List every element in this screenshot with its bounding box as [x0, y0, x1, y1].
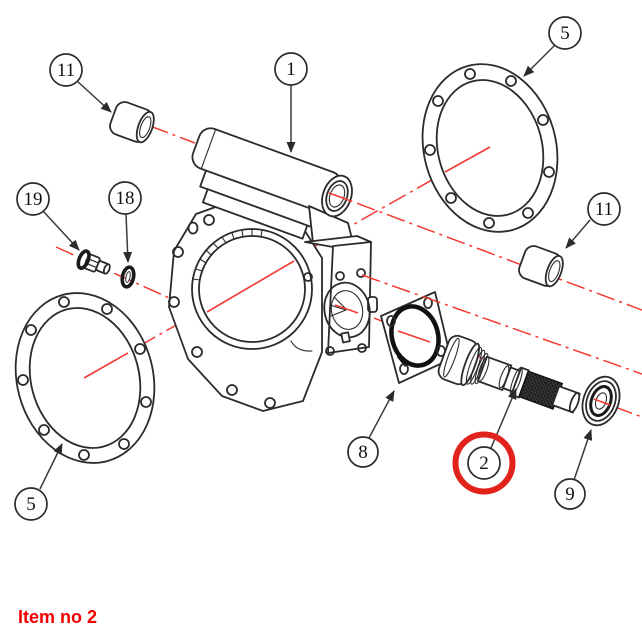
gasket-bolt-holes [17, 296, 152, 461]
drive-shaft [437, 334, 581, 414]
axis-plug [55, 246, 177, 302]
bushing-upper-left [109, 101, 155, 144]
callout-label: 19 [24, 189, 43, 210]
callout-9[interactable]: 9 [554, 429, 593, 510]
callout-5-lower-left[interactable]: 5 [14, 443, 63, 521]
callout-label: 1 [286, 59, 296, 80]
callout-label: 8 [358, 442, 368, 463]
axis-port-bolt [361, 274, 642, 375]
port-gasket-holes [386, 297, 446, 375]
callout-label: 2 [479, 453, 489, 474]
port-spline-detail [329, 296, 347, 317]
callout-8[interactable]: 8 [347, 390, 395, 468]
center-axes-overlay [83, 146, 642, 406]
gasket-bolt-holes [424, 68, 555, 229]
callout-19[interactable]: 19 [16, 182, 80, 251]
callout-11-upper-left[interactable]: 11 [49, 53, 112, 113]
callout-1[interactable]: 1 [274, 52, 308, 153]
axis-top-barrel [326, 191, 642, 311]
port-bore [323, 281, 371, 339]
callout-label: 5 [26, 494, 36, 515]
plug-fitting [76, 249, 111, 275]
callout-11-right[interactable]: 11 [565, 192, 621, 249]
callout-18[interactable]: 18 [108, 181, 142, 263]
callout-2-highlighted[interactable]: 2 [452, 388, 517, 495]
caption-item-no: Item no 2 [18, 607, 97, 627]
flange-bolt-holes [168, 214, 313, 409]
bushing-right [518, 245, 564, 288]
callout-label: 5 [560, 23, 570, 44]
callout-5-upper-right[interactable]: 5 [523, 16, 582, 77]
callout-label: 18 [116, 188, 135, 209]
port-keyway [340, 331, 351, 344]
bore-hatching [192, 228, 263, 281]
axis-bushing-upper-left [149, 125, 196, 144]
callout-label: 11 [595, 199, 613, 220]
callouts: 11 1 5 19 18 11 5 [14, 16, 621, 521]
gearbox-housing [168, 127, 378, 412]
port-box-bolt-holes [325, 268, 367, 356]
highlight-ring [452, 431, 516, 495]
lock-washer [120, 265, 136, 289]
callout-label: 11 [57, 60, 75, 81]
cover-gasket-upper-right [421, 63, 559, 233]
callout-label: 9 [565, 484, 575, 505]
cover-gasket-lower-left [14, 292, 156, 464]
bore-drain-notch [290, 340, 313, 352]
